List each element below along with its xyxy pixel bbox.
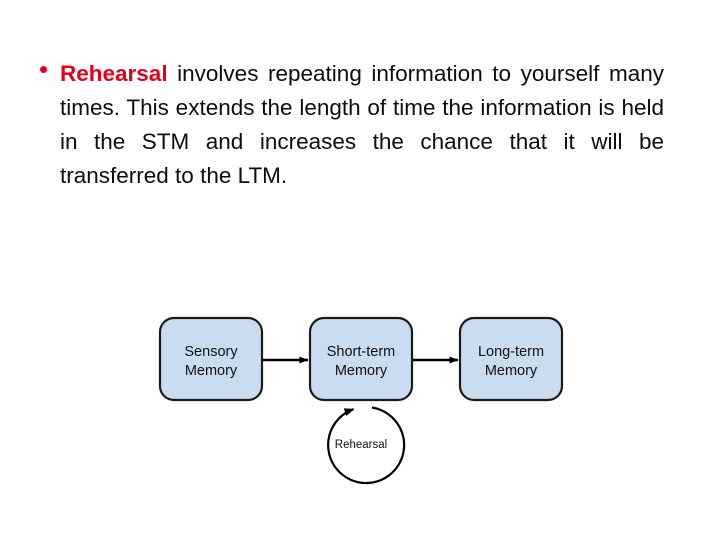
node-sensory-memory-line1: Sensory	[184, 344, 238, 360]
bullet-paragraph: Rehearsal involves repeating information…	[60, 57, 664, 193]
bullet-dot-icon	[40, 66, 47, 73]
bullet-body-text: involves repeating information to yourse…	[60, 61, 664, 188]
node-long-term-memory-line1: Long-term	[478, 344, 544, 360]
node-short-term-memory-line2: Memory	[335, 363, 388, 379]
list-item: Rehearsal involves repeating information…	[36, 57, 664, 193]
memory-model-diagram: Sensory Memory Short-term Memory Long-te…	[150, 300, 580, 495]
bullet-block: Rehearsal involves repeating information…	[36, 57, 664, 193]
node-sensory-memory-shape	[158, 316, 264, 402]
rehearsal-loop-arrow	[327, 406, 406, 485]
node-short-term-memory-shape	[308, 316, 414, 402]
node-long-term-memory-line2: Memory	[485, 363, 538, 379]
bullet-emphasis-term: Rehearsal	[60, 61, 168, 86]
node-long-term-memory-shape	[458, 316, 564, 402]
node-sensory-memory[interactable]: Sensory Memory	[158, 316, 264, 402]
node-short-term-memory-line1: Short-term	[327, 344, 396, 360]
node-sensory-memory-line2: Memory	[185, 363, 238, 379]
rehearsal-loop-label: Rehearsal	[335, 439, 387, 451]
node-short-term-memory[interactable]: Short-term Memory	[308, 316, 414, 402]
node-long-term-memory[interactable]: Long-term Memory	[458, 316, 564, 402]
rehearsal-loop[interactable]: Rehearsal	[327, 406, 406, 485]
